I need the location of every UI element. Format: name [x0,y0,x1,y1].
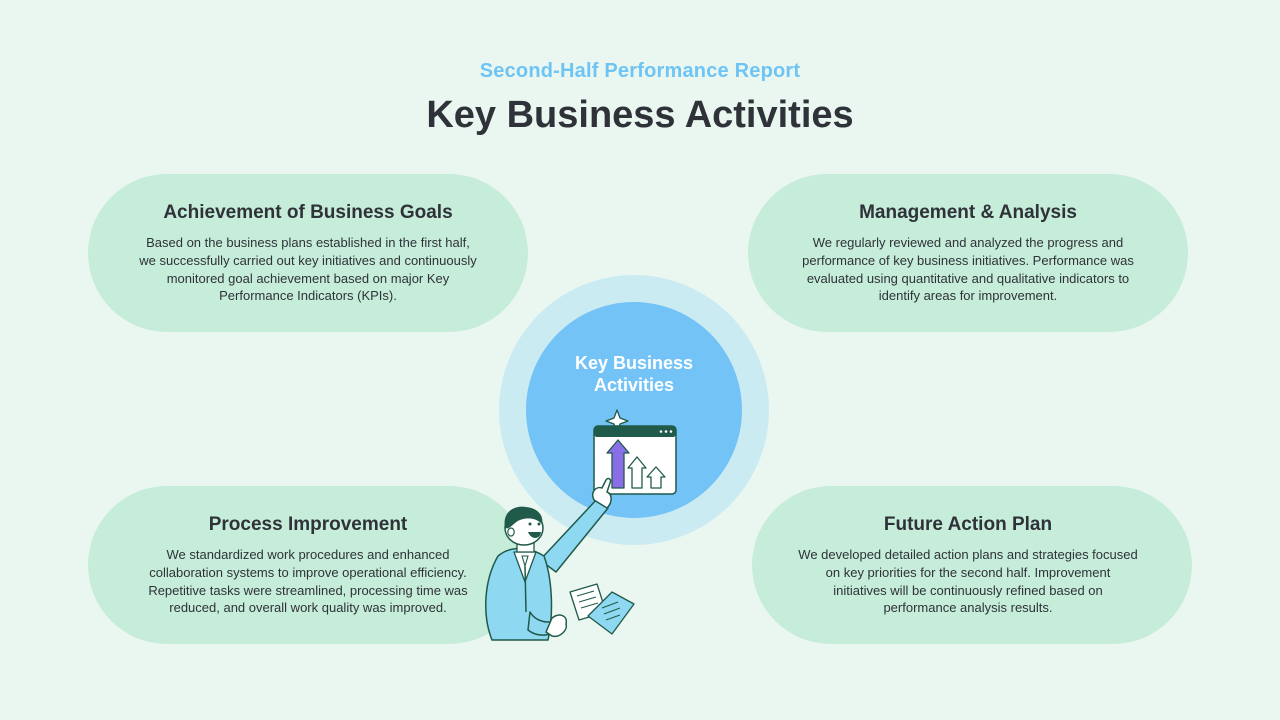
card-pill [88,486,528,644]
center-label: Key Business Activities [534,352,734,396]
card-pill [748,174,1188,332]
card-body: We standardized work procedures and enha… [148,547,468,616]
page-subtitle: Second-Half Performance Report [479,60,801,82]
card-pill [752,486,1192,644]
card-pill [88,174,528,332]
center-label-line2: Activities [593,375,675,395]
card-heading: Process Improvement [208,514,408,535]
card-body: We regularly reviewed and analyzed the p… [802,235,1134,304]
card-heading: Management & Analysis [859,202,1077,223]
documents-icon [569,583,635,635]
card-heading: Future Action Plan [883,514,1053,535]
businessman-pointing-illustration [485,477,612,641]
page-title: Key Business Activities [426,94,854,136]
growth-chart-window-icon [593,425,677,495]
card-body: Based on the business plans established … [139,235,477,304]
card-body: We developed detailed action plans and s… [798,547,1138,616]
card-heading: Achievement of Business Goals [163,202,453,223]
center-label-line1: Key Business [574,353,694,373]
